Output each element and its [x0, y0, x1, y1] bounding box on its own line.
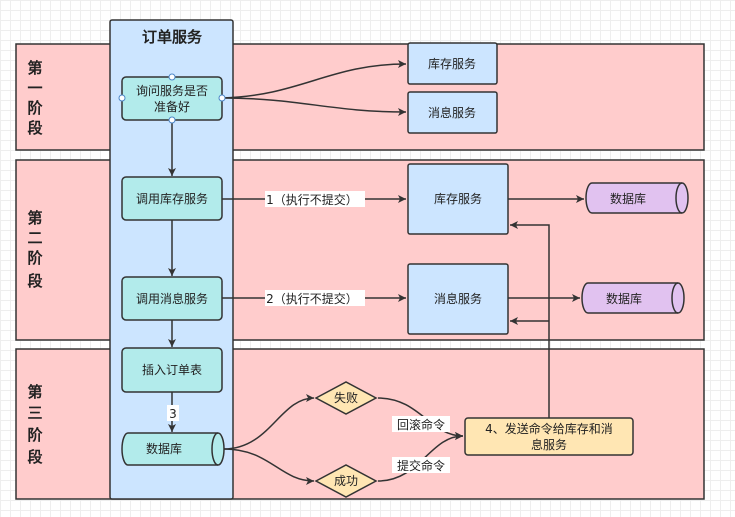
edge-db-fail: [223, 394, 315, 450]
node-fail-label: 失败: [334, 390, 358, 405]
edge-ask-inventory: [221, 60, 407, 99]
node-call-inventory[interactable]: [121, 176, 223, 221]
node-message-mid-label: 消息服务: [434, 291, 482, 306]
phase-3-char-1: 第: [27, 383, 42, 401]
selection-handle[interactable]: [118, 94, 126, 102]
edge-ask-message: [221, 97, 407, 116]
node-db-inventory-label: 数据库: [610, 191, 646, 206]
edge-db-success: [223, 448, 315, 485]
node-ask-label-1: 询问服务是否: [136, 83, 208, 98]
phase-3-char-4: 段: [27, 448, 42, 466]
phase-2-char-2: 二: [27, 229, 42, 247]
edge-label-step2: 2（执行不提交）: [266, 291, 358, 306]
node-call-message[interactable]: [121, 276, 223, 321]
node-db-inventory[interactable]: [585, 182, 689, 214]
node-inventory-top[interactable]: [407, 42, 498, 85]
node-insert-order[interactable]: [121, 347, 223, 393]
node-ask-label-2: 准备好: [154, 100, 190, 114]
phase-3-char-2: 三: [27, 404, 42, 422]
node-call-message-label: 调用消息服务: [136, 291, 208, 306]
node-notify-label-1: 4、发送命令给库存和消: [485, 421, 613, 436]
node-inventory-mid-label: 库存服务: [434, 191, 482, 206]
node-db-order-label: 数据库: [146, 441, 182, 456]
node-message-top[interactable]: [407, 91, 498, 134]
phase-1-char-3: 阶: [27, 99, 43, 117]
edge-notify-invmid: [510, 221, 550, 418]
node-message-mid[interactable]: [407, 263, 509, 335]
node-fail-diamond[interactable]: [314, 381, 378, 415]
phase-1-char-1: 第: [27, 59, 42, 77]
node-notify[interactable]: [464, 417, 634, 456]
node-inventory-mid[interactable]: [407, 163, 509, 235]
selection-handle[interactable]: [168, 116, 176, 124]
edge-label-commit: 提交命令: [397, 458, 445, 473]
phase-1-char-4: 段: [27, 119, 42, 137]
phase-2-char-3: 阶: [27, 249, 43, 267]
edge-label-step1: 1（执行不提交）: [266, 192, 358, 207]
node-notify-label-2: 息服务: [531, 437, 567, 452]
node-call-inventory-label: 调用库存服务: [136, 191, 208, 206]
node-insert-order-label: 插入订单表: [142, 363, 202, 377]
phase-3-char-3: 阶: [27, 426, 43, 444]
phase-2-char-4: 段: [27, 272, 42, 290]
node-inventory-top-label: 库存服务: [428, 56, 476, 71]
selection-handle[interactable]: [168, 73, 176, 81]
selection-handle[interactable]: [218, 94, 226, 102]
node-success-diamond[interactable]: [314, 464, 378, 498]
node-success-label: 成功: [334, 474, 358, 488]
lane-title: 订单服务: [142, 28, 203, 46]
node-message-top-label: 消息服务: [428, 105, 476, 120]
node-db-order[interactable]: [121, 432, 225, 466]
node-db-message-label: 数据库: [606, 291, 642, 306]
edge-label-step3: 3: [169, 407, 177, 421]
node-db-message[interactable]: [581, 282, 685, 314]
edge-label-rollback: 回滚命令: [397, 417, 445, 432]
phase-1-char-2: 一: [27, 79, 42, 97]
phase-2-char-1: 第: [27, 209, 42, 227]
